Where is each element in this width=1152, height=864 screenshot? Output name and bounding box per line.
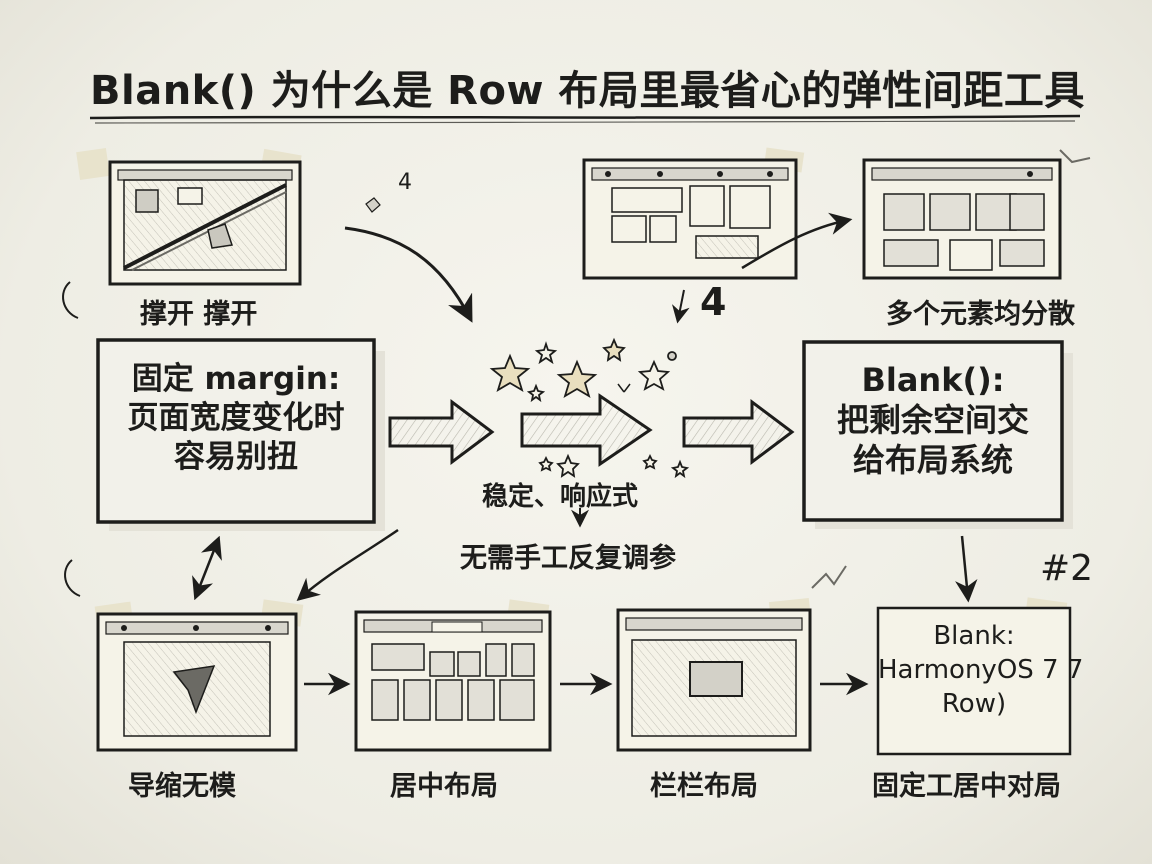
arrow-top-left-to-center [344, 226, 473, 323]
bottom-caption-2: 居中布局 [390, 771, 498, 802]
bottom-note-text: Blank: HarmonyOS 7 7 Row) [878, 620, 1084, 721]
curl-mark [64, 559, 81, 597]
arrow-right-box-down [955, 535, 978, 603]
pebble-mark [365, 197, 381, 213]
center-sub-caption: 无需手工反复调参 [460, 543, 676, 574]
top-right-caption: 多个元素均分散 [886, 299, 1075, 330]
left-box-line-1: 固定 margin: [131, 361, 341, 397]
bottom-note-line-2: HarmonyOS 7 7 [878, 654, 1084, 685]
left-box-text: 固定 margin: 页面宽度变化时 容易别扭 [98, 360, 374, 476]
top-small-mark: 4 [398, 170, 412, 195]
page-title: Blank() 为什么是 Row 布局里最省心的弹性间距工具 [90, 68, 1085, 114]
arrow-top-center-down [671, 289, 690, 324]
bottom-caption-4: 固定工居中对局 [872, 771, 1061, 802]
bottom-window-2 [354, 599, 552, 752]
title-underline [89, 114, 1081, 124]
right-box-line-3: 给布局系统 [852, 441, 1013, 479]
arrow-left-box-bidirectional [192, 535, 222, 601]
right-box-frame [802, 340, 1073, 529]
bottom-note-card [876, 597, 1072, 756]
curl-mark [62, 281, 79, 319]
top-right-window-sketch [862, 149, 1091, 280]
bottom-window-3 [616, 597, 812, 752]
left-box-line-3: 容易别扭 [174, 438, 298, 475]
left-box-frame [96, 338, 385, 531]
top-left-window-sketch [76, 148, 302, 286]
hash-mark: #2 [1040, 548, 1094, 589]
top-big-mark: 4 [700, 280, 727, 324]
arrow-center-to-bottom [296, 528, 399, 601]
top-center-window-sketch [582, 147, 805, 280]
bottom-note-line-1: Blank: [933, 621, 1015, 651]
stars-cluster [489, 337, 690, 479]
bottom-caption-3: 栏栏布局 [650, 771, 758, 802]
arrow-top-center-to-right [741, 212, 853, 270]
bottom-note-line-3: Row) [941, 688, 1007, 719]
bottom-window-1 [94, 599, 304, 752]
center-caption: 稳定、响应式 [482, 482, 639, 512]
top-left-caption: 撑开 撑开 [140, 299, 258, 330]
right-box-line-2: 把剩余空间交 [836, 401, 1029, 439]
right-box-text: Blank(): 把剩余空间交 给布局系统 [804, 360, 1062, 480]
bottom-caption-1: 导缩无模 [128, 771, 236, 802]
left-box-line-2: 页面宽度变化时 [127, 399, 345, 436]
zigzag-mark [811, 565, 847, 589]
right-box-line-1: Blank(): [861, 361, 1005, 399]
center-arrows [388, 393, 795, 467]
